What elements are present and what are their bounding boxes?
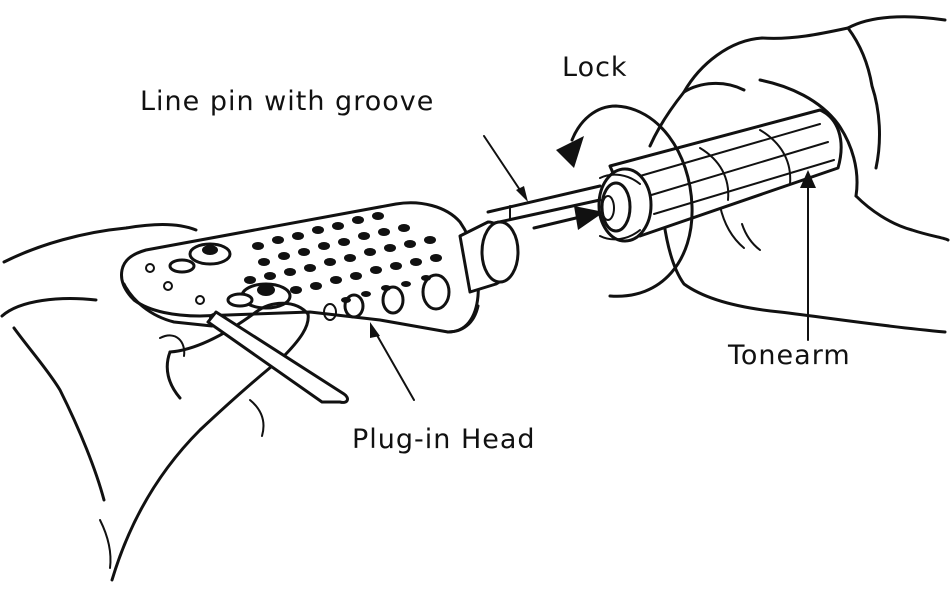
label-line-pin: Line pin with groove — [140, 86, 434, 117]
tonearm — [599, 110, 841, 241]
label-lock: Lock — [562, 52, 628, 83]
plug-in-head — [122, 203, 519, 332]
label-plug-in-head: Plug-in Head — [352, 424, 536, 455]
finger-lift — [208, 312, 347, 402]
label-tonearm: Tonearm — [728, 340, 851, 371]
